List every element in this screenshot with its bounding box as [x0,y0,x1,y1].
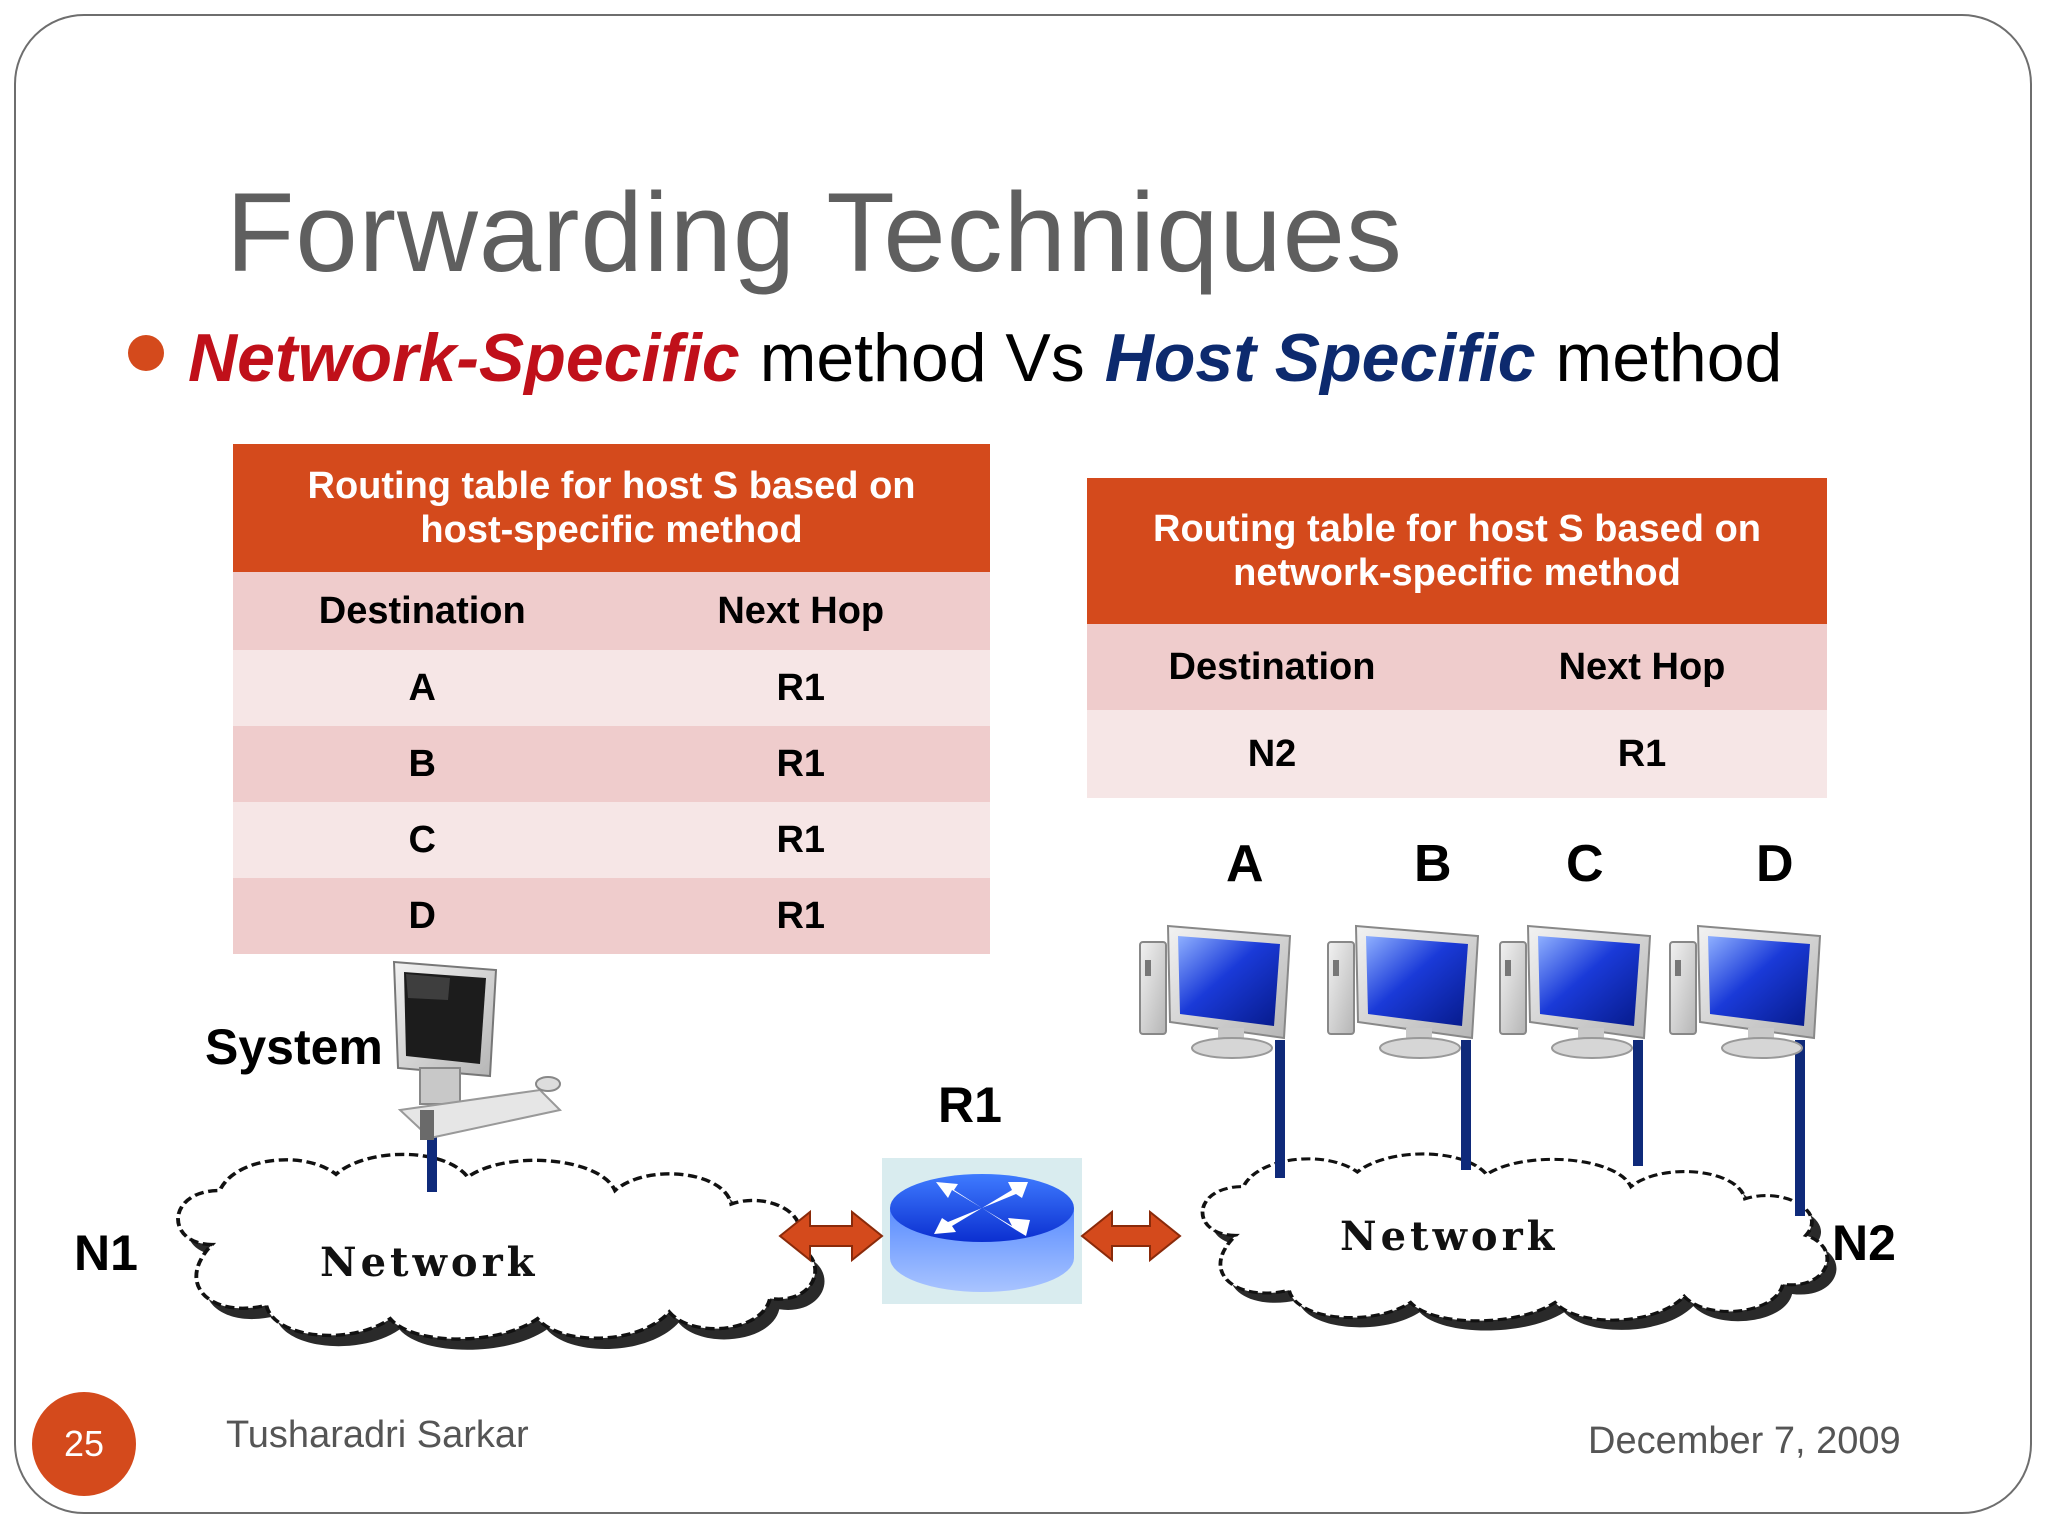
bullet-text-end: method [1555,320,1783,396]
host-label-b: B [1414,835,1452,893]
destination-cell: D [233,878,612,954]
host-specific-term: Host Specific [1104,320,1536,396]
next-hop-cell: R1 [1457,710,1827,798]
page-number-badge: 25 [32,1392,136,1496]
next-hop-cell: R1 [611,802,990,878]
monitor-icon [1139,925,1291,1059]
table-row: D R1 [233,878,990,954]
network-label-n1: N1 [74,1225,138,1281]
network-specific-routing-table: Routing table for host S based on networ… [1087,478,1827,798]
monitor-icon [1669,925,1821,1059]
host-links [427,1040,1805,1216]
host-label-c: C [1566,835,1604,893]
table-row: C R1 [233,802,990,878]
monitor-icon [1327,925,1479,1059]
router-label: R1 [938,1077,1002,1133]
host-label-d: D [1756,835,1794,893]
column-header-destination: Destination [1087,624,1457,710]
desktop-computer-icon [392,960,563,1140]
double-arrow-icon [778,1209,1182,1263]
table-row: A R1 [233,650,990,726]
footer-author: Tusharadri Sarkar [226,1414,529,1456]
system-label: System [205,1019,383,1075]
network-label-n2: N2 [1832,1215,1896,1271]
router-icon [882,1158,1082,1304]
page-title: Forwarding Techniques [226,170,1403,295]
host-specific-routing-table: Routing table for host S based on host-s… [233,444,990,954]
destination-cell: A [233,650,612,726]
bullet-line: Network-Specific method Vs Host Specific… [128,318,1782,398]
column-header-next-hop: Next Hop [1457,624,1827,710]
cloud-label-right: Network [1340,1213,1558,1260]
footer-date: December 7, 2009 [1588,1420,1901,1462]
destination-cell: B [233,726,612,802]
cloud-label-left: Network [320,1239,538,1286]
destination-cell: C [233,802,612,878]
bullet-dot-icon [128,335,164,371]
next-hop-cell: R1 [611,726,990,802]
next-hop-cell: R1 [611,878,990,954]
monitor-icon [1499,925,1651,1059]
bullet-text: method Vs [759,320,1085,396]
table-row: N2 R1 [1087,710,1827,798]
network-specific-term: Network-Specific [188,320,740,396]
table-row: B R1 [233,726,990,802]
destination-cell: N2 [1087,710,1457,798]
next-hop-cell: R1 [611,650,990,726]
column-header-destination: Destination [233,572,612,650]
table-title: Routing table for host S based on host-s… [233,444,990,572]
column-header-next-hop: Next Hop [611,572,990,650]
host-label-a: A [1226,835,1264,893]
table-title: Routing table for host S based on networ… [1087,478,1827,624]
